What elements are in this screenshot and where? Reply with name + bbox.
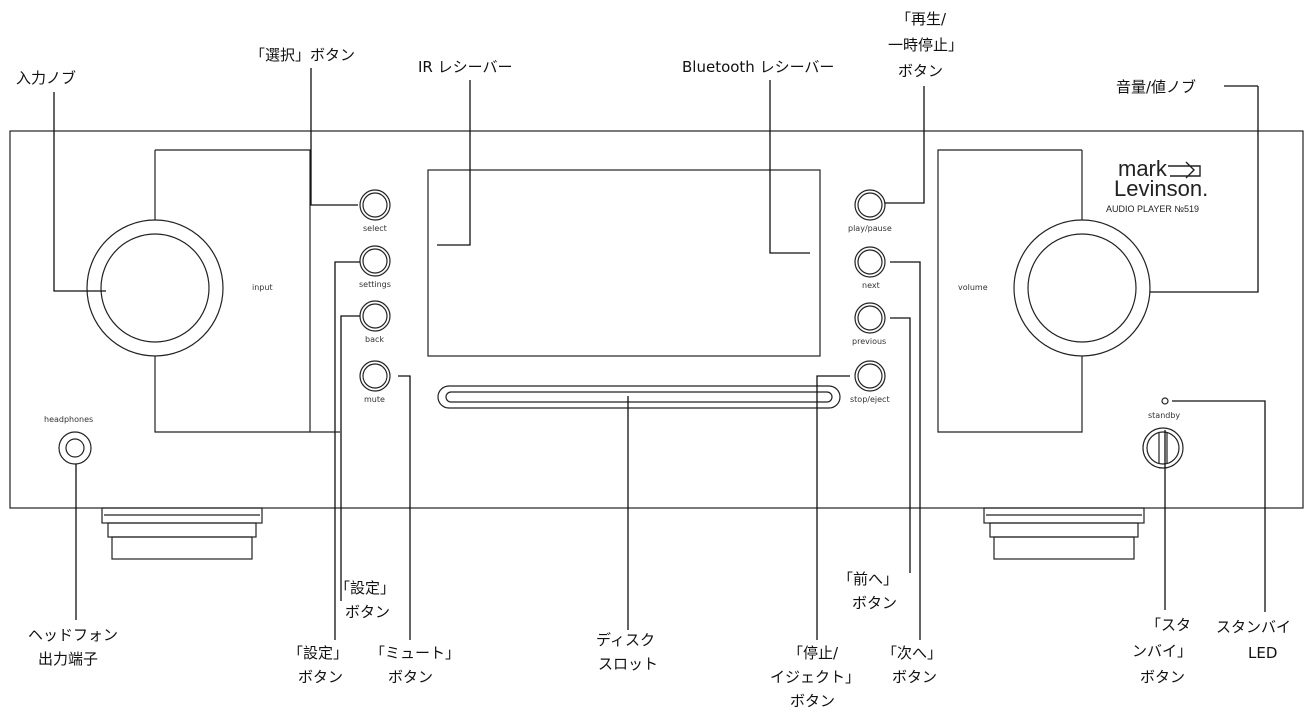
- label-stop-eject: stop/eject: [850, 395, 890, 404]
- callout-headphone-2: 出力端子: [38, 650, 98, 668]
- settings-button[interactable]: [359, 245, 391, 277]
- label-next: next: [862, 281, 880, 290]
- callout-volume-knob: 音量/値ノブ: [1116, 78, 1196, 96]
- callout-next-2: ボタン: [892, 668, 937, 686]
- brand-logo: mark Levinson. AUDIO PLAYER №519: [1106, 156, 1208, 214]
- callout-stop-1: 「停止/: [788, 644, 839, 662]
- label-standby: standby: [1148, 411, 1180, 420]
- callout-bluetooth-receiver: Bluetooth レシーバー: [682, 58, 834, 76]
- label-input: input: [252, 283, 273, 292]
- callout-standby-led-2: LED: [1248, 644, 1277, 662]
- label-back: back: [365, 335, 384, 344]
- callout-standby-led-1: スタンバイ: [1216, 618, 1291, 636]
- headphone-jack[interactable]: [58, 431, 92, 465]
- callout-select-button: 「選択」ボタン: [250, 46, 355, 64]
- mute-button[interactable]: [359, 360, 391, 392]
- stop-eject-button[interactable]: [854, 360, 886, 392]
- callout-ir-receiver: IR レシーバー: [418, 58, 512, 76]
- chassis-outline: [9, 130, 1304, 509]
- callout-settings-b-2: ボタン: [298, 668, 343, 686]
- callout-input-knob: 入力ノブ: [16, 69, 76, 87]
- input-knob[interactable]: [86, 219, 224, 357]
- callout-next-1: 「次へ」: [882, 644, 942, 662]
- brand-model: AUDIO PLAYER №519: [1106, 204, 1199, 214]
- label-previous: previous: [852, 337, 886, 346]
- panel-labels: input volume headphones standby select s…: [44, 224, 1180, 424]
- play-pause-button[interactable]: [854, 189, 886, 221]
- left-foot: [101, 507, 263, 560]
- callout-stop-2: イジェクト」: [770, 668, 860, 686]
- label-headphones: headphones: [44, 415, 93, 424]
- brand-mark-icon: [1168, 161, 1201, 179]
- back-button[interactable]: [359, 300, 391, 332]
- callouts: 入力ノブ 「選択」ボタン IR レシーバー Bluetooth レシーバー 「再…: [16, 10, 1291, 710]
- right-foot: [983, 507, 1145, 560]
- callout-stop-3: ボタン: [790, 692, 835, 710]
- disc-slot[interactable]: [437, 385, 841, 409]
- brand-line2: Levinson.: [1114, 176, 1208, 201]
- select-button[interactable]: [359, 189, 391, 221]
- callout-settings-a-1: 「設定」: [335, 579, 395, 597]
- callout-standby-button-2: ンバイ」: [1132, 642, 1192, 660]
- input-knob-bracket: [154, 149, 311, 433]
- callout-mute-2: ボタン: [388, 668, 433, 686]
- volume-knob[interactable]: [1013, 219, 1151, 357]
- leader-lines: [53, 68, 1266, 640]
- label-mute: mute: [364, 395, 385, 404]
- brand-line1: mark: [1118, 156, 1168, 181]
- callout-standby-button-3: ボタン: [1140, 668, 1185, 686]
- callout-play-pause-3: ボタン: [898, 62, 943, 80]
- label-play-pause: play/pause: [848, 224, 892, 233]
- callout-disc-2: スロット: [598, 655, 658, 673]
- callout-mute-1: 「ミュート」: [370, 644, 460, 662]
- callout-play-pause-2: 一時停止」: [888, 36, 963, 54]
- callout-settings-a-2: ボタン: [345, 603, 390, 621]
- label-select: select: [363, 224, 387, 233]
- callout-disc-1: ディスク: [596, 631, 655, 649]
- display-screen: [427, 169, 821, 357]
- callout-standby-button-1: 「スタ: [1146, 616, 1191, 634]
- next-button[interactable]: [854, 246, 886, 278]
- label-settings: settings: [359, 280, 391, 289]
- callout-previous-1: 「前へ」: [838, 570, 898, 588]
- previous-button[interactable]: [854, 302, 886, 334]
- standby-led: [1161, 397, 1169, 405]
- callout-play-pause-1: 「再生/: [896, 10, 947, 28]
- callout-headphone-1: ヘッドフォン: [28, 626, 118, 644]
- label-volume: volume: [958, 283, 988, 292]
- callout-previous-2: ボタン: [852, 594, 897, 612]
- standby-button[interactable]: [1142, 427, 1184, 469]
- callout-settings-b-1: 「設定」: [288, 644, 348, 662]
- volume-knob-bracket: [937, 149, 1083, 433]
